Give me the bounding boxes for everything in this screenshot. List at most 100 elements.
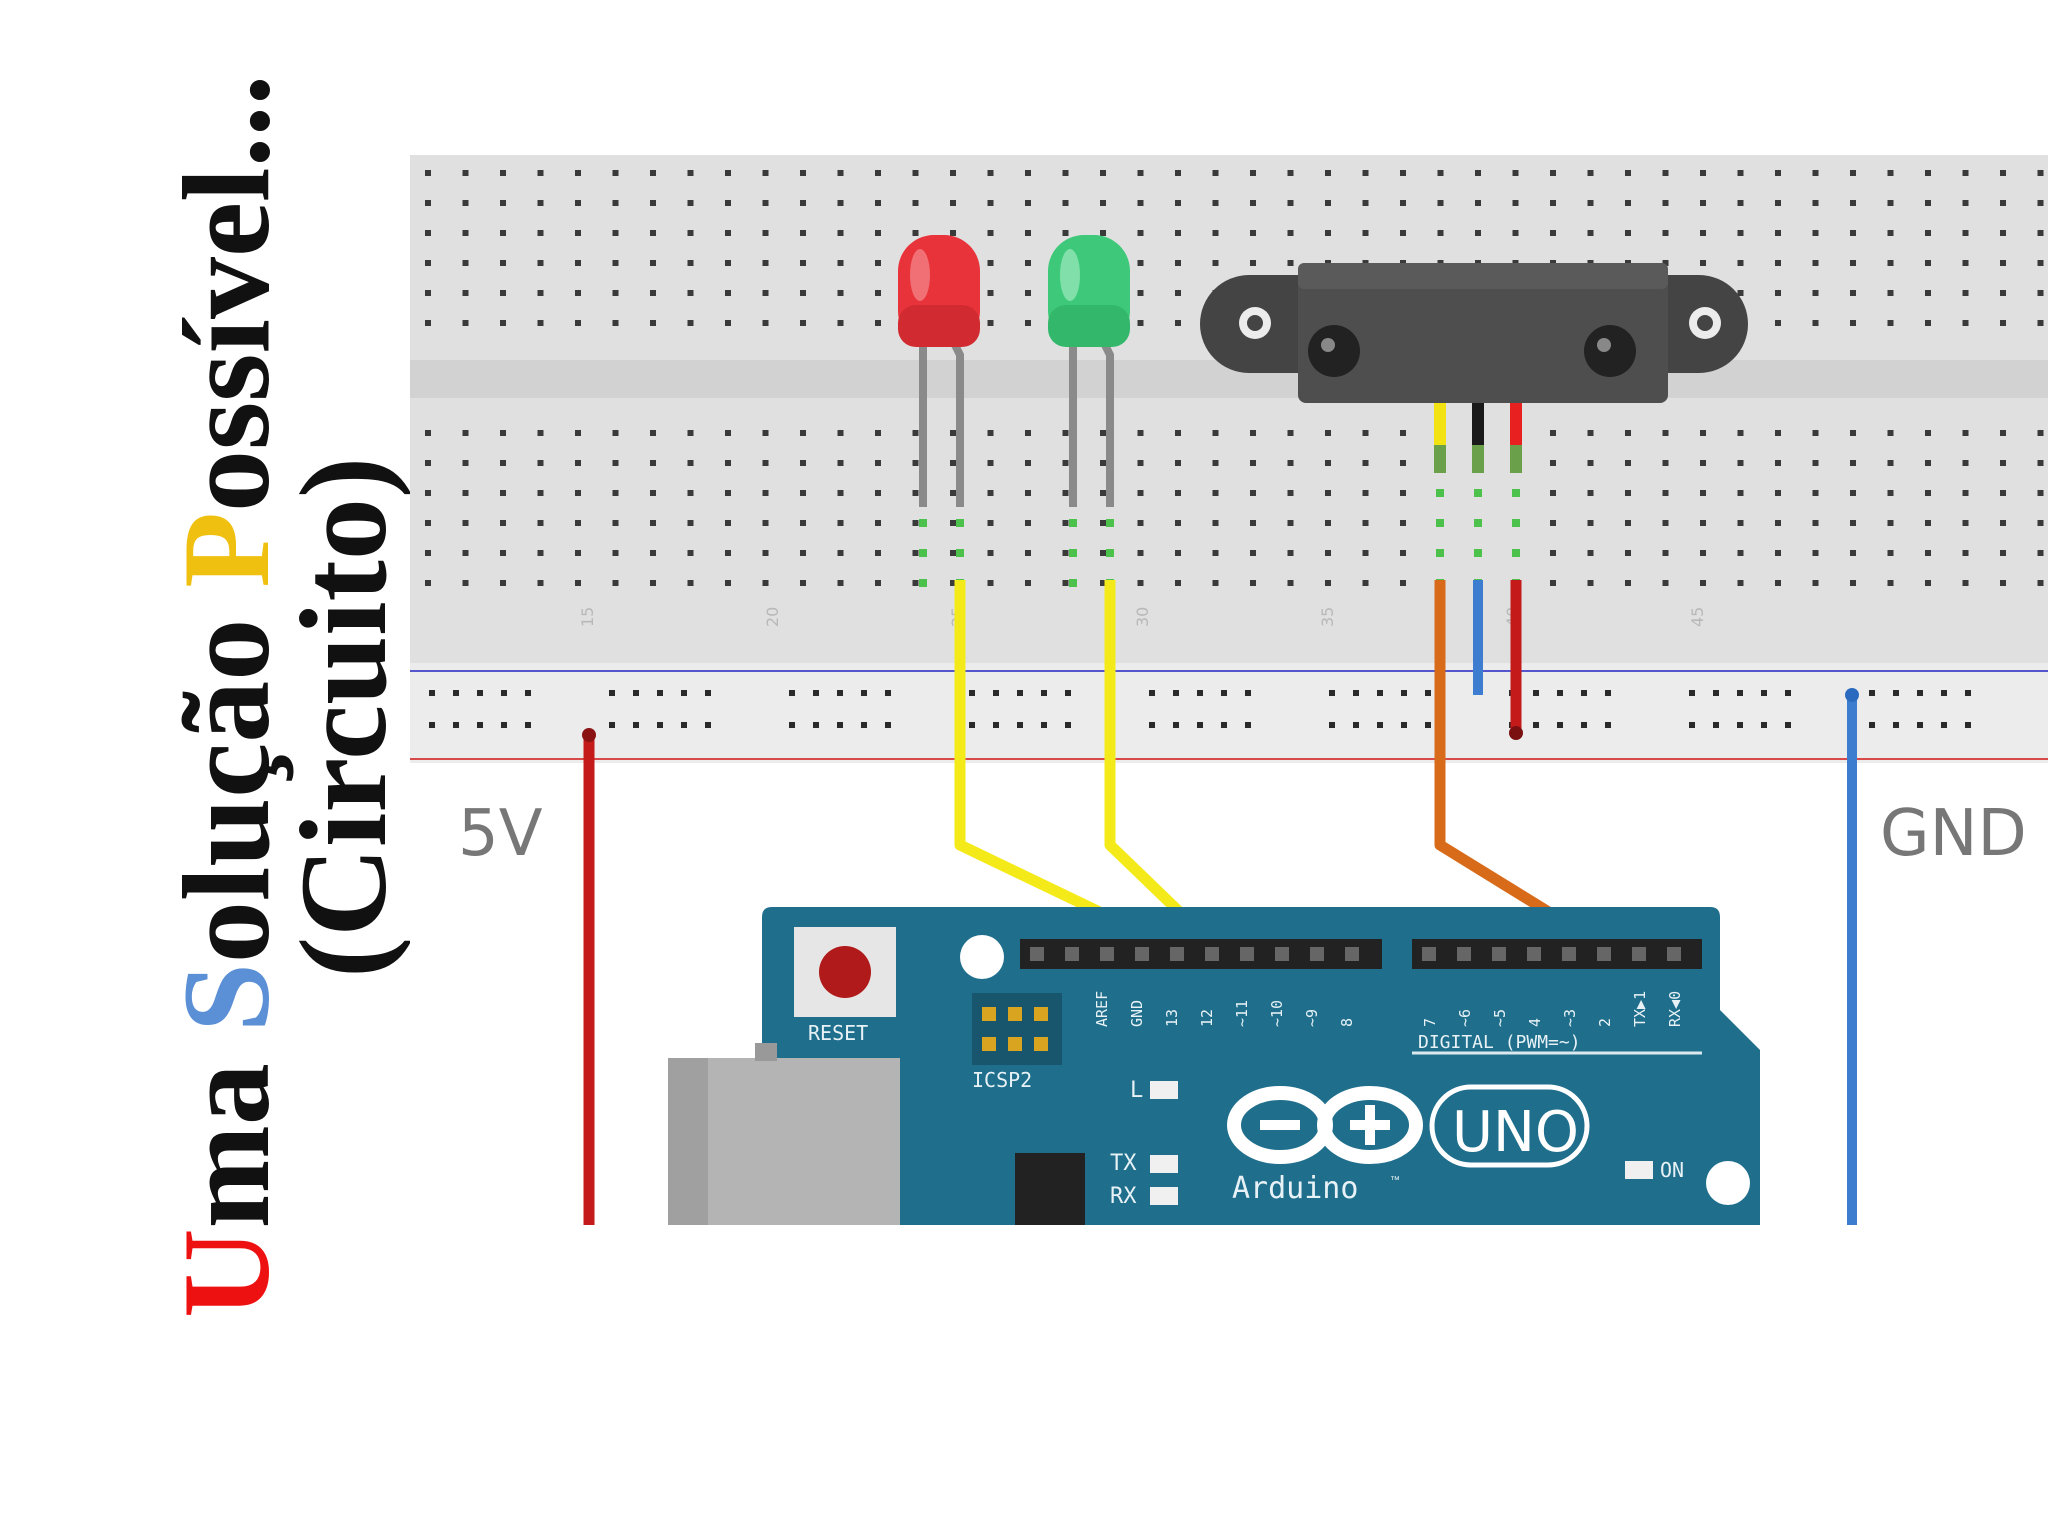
breadboard-hole [950,170,956,176]
breadboard-hole [1212,580,1219,586]
breadboard-hole [1287,430,1294,436]
connected-hole [1069,579,1077,587]
breadboard-hole [1287,230,1294,236]
rail-hole [1377,690,1383,696]
breadboard-hole [650,490,656,496]
breadboard-hole [687,580,694,586]
breadboard-hole [1062,580,1069,586]
rail-hole [1785,690,1791,696]
breadboard-hole [575,520,581,526]
breadboard-hole [500,230,506,236]
breadboard-hole [1925,230,1931,236]
breadboard-hole [1962,170,1969,176]
breadboard-hole [1287,260,1294,266]
breadboard-hole [1700,460,1706,466]
breadboard-hole [575,290,581,296]
breadboard-hole [1925,460,1931,466]
breadboard-hole [1137,230,1144,236]
breadboard-hole [575,550,581,556]
breadboard-hole [612,170,619,176]
breadboard-hole [687,260,694,266]
breadboard-hole [1887,320,1894,326]
breadboard-hole [1137,170,1144,176]
breadboard-hole [2037,290,2044,296]
breadboard-hole [1925,520,1931,526]
breadboard-hole [1812,320,1819,326]
breadboard-hole [1662,550,1669,556]
header-pin [1597,947,1611,961]
breadboard-hole [837,580,844,586]
breadboard-hole [1887,290,1894,296]
icsp-label: ICSP2 [972,1068,1032,1092]
breadboard-hole [1850,550,1856,556]
breadboard-hole [612,460,619,466]
breadboard-hole [1400,430,1406,436]
breadboard-hole [1025,170,1031,176]
breadboard-hole [612,260,619,266]
breadboard-hole [2000,430,2006,436]
breadboard-hole [1325,460,1331,466]
breadboard-hole [1925,200,1931,206]
breadboard-hole [1812,580,1819,586]
breadboard-hole [650,200,656,206]
title-block: Uma Solução Possível... (Circuito) [0,0,420,1536]
breadboard-hole [1737,430,1744,436]
rail-hole [1689,722,1695,728]
breadboard-hole [950,460,956,466]
breadboard-hole [1887,230,1894,236]
breadboard-hole [1175,230,1181,236]
rail-hole [681,690,687,696]
pin-label: 13 [1163,1009,1181,1027]
slide-subtitle: (Circuito) [275,456,412,978]
breadboard-hole [725,170,731,176]
breadboard-hole [1362,200,1369,206]
breadboard-hole [800,550,806,556]
breadboard-hole [687,320,694,326]
breadboard-hole [875,230,881,236]
breadboard-hole [800,430,806,436]
breadboard-hole [1700,200,1706,206]
rail-hole [1329,722,1335,728]
breadboard-hole [1812,490,1819,496]
breadboard-hole [1137,290,1144,296]
breadboard-hole [875,520,881,526]
rail-hole [1377,722,1383,728]
breadboard-hole [537,200,544,206]
breadboard-hole [425,200,431,206]
breadboard-hole [462,490,469,496]
breadboard-hole [1850,520,1856,526]
breadboard-hole [1175,320,1181,326]
led-red [898,235,980,507]
connected-hole [956,519,964,527]
breadboard-hole [1850,290,1856,296]
rail-hole [1221,722,1227,728]
header-pin [1135,947,1149,961]
connected-hole [1474,549,1482,557]
breadboard-hole [725,200,731,206]
breadboard-hole [1662,430,1669,436]
breadboard-hole [1550,460,1556,466]
breadboard-hole [1212,550,1219,556]
reset-button [819,946,871,998]
breadboard-hole [1775,170,1781,176]
pin-label: 2 [1596,1018,1614,1027]
connected-hole [1512,549,1520,557]
connected-hole [1106,549,1114,557]
rail-hole [1173,690,1179,696]
breadboard-hole [575,320,581,326]
breadboard-hole [912,230,919,236]
rail-hole [1557,690,1563,696]
breadboard-hole [1250,430,1256,436]
breadboard-hole [1925,430,1931,436]
rail-hole [1605,722,1611,728]
breadboard-hole [1325,430,1331,436]
rail-hole [1065,722,1071,728]
breadboard [410,155,2048,763]
breadboard-hole [987,460,994,466]
breadboard-hole [1325,580,1331,586]
breadboard-hole [837,460,844,466]
breadboard-hole [1062,430,1069,436]
rail-hole [1917,690,1923,696]
breadboard-hole [575,170,581,176]
